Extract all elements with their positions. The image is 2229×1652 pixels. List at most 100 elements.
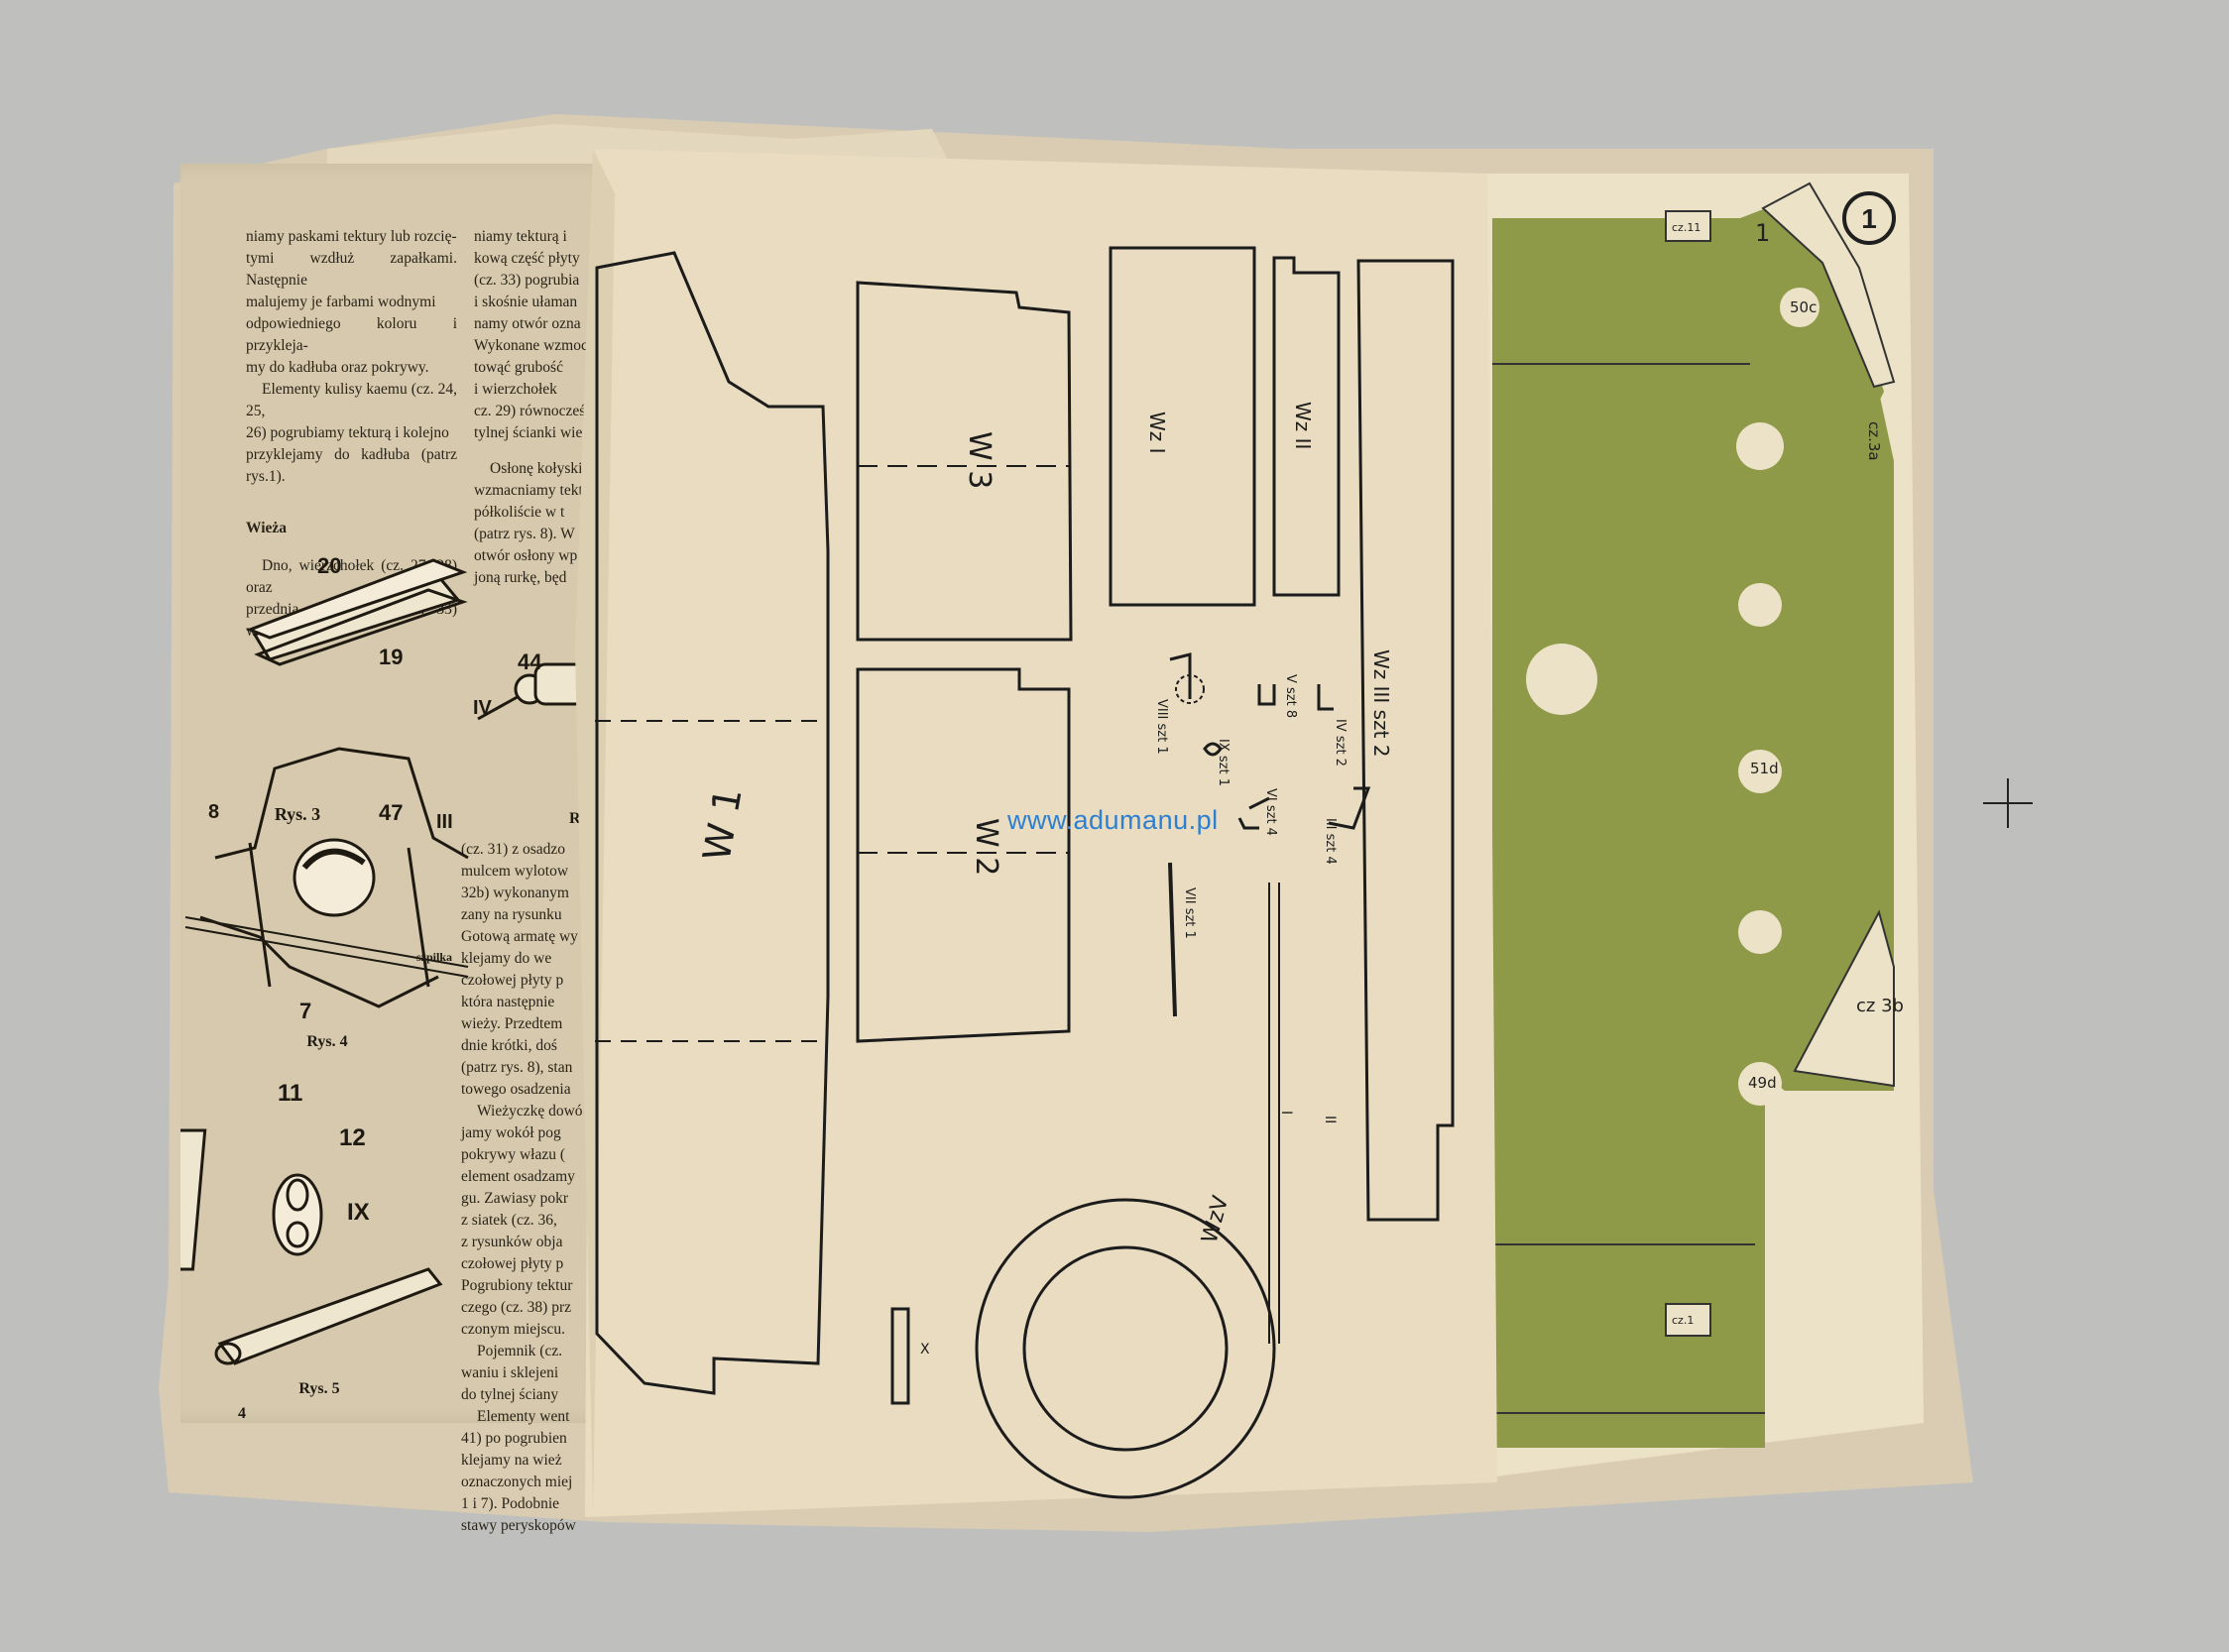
text-line: która następnie xyxy=(461,994,555,1010)
section-heading: Wieża xyxy=(246,520,288,536)
part-label-ii: II xyxy=(1322,1116,1338,1123)
tab-label-bottom: cz.1 xyxy=(1672,1314,1694,1327)
part-label-wz3: Wz III szt 2 xyxy=(1369,649,1393,758)
fig-num-20: 20 xyxy=(317,553,341,578)
part-outline-wzv-outer xyxy=(975,1198,1276,1499)
part-label-wz2: Wz II xyxy=(1291,402,1315,449)
text-line: wzmacniamy tekt xyxy=(474,482,583,499)
part-outline-wz3 xyxy=(1356,259,1455,1222)
text-line: 1 i 7). Podobnie xyxy=(461,1495,560,1512)
fig-num-IV: IV xyxy=(473,697,493,719)
text-line: otwór osłony wp xyxy=(474,547,578,564)
text-line: czołowej płyty p xyxy=(461,972,564,989)
text-line: i skośnie ułaman xyxy=(474,294,578,310)
text-line: stawy peryskopów xyxy=(461,1517,576,1534)
page-circle-number: 1 xyxy=(1861,203,1877,234)
tab-label-top: cz.11 xyxy=(1672,221,1701,234)
page-number: 4 xyxy=(238,1405,246,1422)
text-line: z siatek (cz. 36, xyxy=(461,1212,557,1229)
text-line: czołowej płyty p xyxy=(461,1255,564,1272)
fig-num-19: 19 xyxy=(379,645,403,669)
part-label-vi4: VI szt 4 xyxy=(1263,788,1278,836)
text-line: tymi wzdłuż zapałkami. Następnie xyxy=(246,250,457,289)
text-line: Elementy went xyxy=(477,1408,570,1425)
fig-caption-rys4: Rys. 4 xyxy=(306,1033,347,1050)
text-line: i wierzchołek xyxy=(474,381,557,398)
fig-num-IX: IX xyxy=(347,1199,370,1226)
part-label-x: X xyxy=(920,1342,930,1357)
text-line: pokrywy włazu ( xyxy=(461,1146,566,1163)
text-line: malujemy je farbami wodnymi xyxy=(246,294,436,310)
fig-num-12: 12 xyxy=(339,1124,366,1151)
text-line: (cz. 33) pogrubia xyxy=(474,272,580,289)
part-label-1: 1 xyxy=(1755,219,1770,247)
text-line: jamy wokół pog xyxy=(461,1124,561,1141)
text-line: wieży. Przedtem xyxy=(461,1015,563,1032)
part-outline-wz2 xyxy=(1272,256,1341,597)
text-line: mulcem wylotow xyxy=(461,863,569,880)
text-line: odpowiedniego koloru i przykleja- xyxy=(246,315,457,354)
part-label-iv2: IV szt 2 xyxy=(1333,719,1348,767)
part-label-i: I xyxy=(1278,1111,1294,1115)
text-line: namy otwór ozna xyxy=(474,315,581,332)
text-line: z rysunków obja xyxy=(461,1234,563,1250)
text-line: towego osadzenia xyxy=(461,1081,571,1098)
text-line: półkoliście w t xyxy=(474,504,565,521)
text-line: niamy tekturą i xyxy=(474,228,567,245)
registration-cross-icon xyxy=(1983,778,2033,828)
text-line: niamy paskami tektury lub rozcię- xyxy=(246,228,457,245)
text-line: Pogrubiony tektur xyxy=(461,1277,573,1294)
text-line: element osadzamy xyxy=(461,1168,575,1185)
text-line: czego (cz. 38) prz xyxy=(461,1299,572,1316)
text-line: dnie krótki, doś xyxy=(461,1037,557,1054)
text-line: Gotową armatę wy xyxy=(461,928,578,945)
text-line: do tylnej ściany xyxy=(461,1386,559,1403)
middle-cutout-sheet: W 1 W 3 W 2 Wz I Wz II Wz III szt 2 WzV … xyxy=(575,149,1497,1517)
text-line: (patrz rys. 8). W xyxy=(474,526,575,542)
text-line: Wieżyczkę dowó xyxy=(477,1103,583,1120)
part-label-w3: W 3 xyxy=(962,431,997,489)
part-label-v8: V szt 8 xyxy=(1283,674,1298,718)
part-outline-wz1 xyxy=(1109,246,1256,607)
text-line: klejamy do we xyxy=(461,950,552,967)
left-col-2: niamy tekturą i kową część płyty (cz. 33… xyxy=(474,226,623,589)
text-line: cz. 29) równocześ xyxy=(474,403,586,419)
text-line: 41) po pogrubien xyxy=(461,1430,567,1447)
text-line: czonym miejscu. xyxy=(461,1321,566,1338)
part-outline-w1 xyxy=(595,251,830,1395)
part-label-w2: W 2 xyxy=(969,818,1003,876)
text-line: Wykonane wzmoc xyxy=(474,337,588,354)
text-line: tylnej ścianki wie xyxy=(474,424,583,441)
watermark-text: www.adumanu.pl xyxy=(1007,805,1219,835)
fig-label-szpilka: szpilka xyxy=(416,950,452,964)
text-line: waniu i sklejeni xyxy=(461,1364,559,1381)
fig-num-44: 44 xyxy=(518,649,542,674)
text-line: Osłonę kołyski xyxy=(490,460,583,477)
text-line: oznaczonych miej xyxy=(461,1474,573,1490)
fig-num-III: III xyxy=(436,811,453,833)
page-circle xyxy=(1842,191,1896,245)
fig-num-11: 11 xyxy=(278,1080,302,1107)
fig-caption-rys3: Rys. 3 xyxy=(275,804,320,824)
part-outline-w3 xyxy=(856,281,1073,642)
part-outline-w2 xyxy=(856,667,1071,1043)
fig-caption-rys5: Rys. 5 xyxy=(298,1380,339,1397)
fig-num-8: 8 xyxy=(208,801,219,823)
text-line: 26) pogrubiamy tekturą i kolejno xyxy=(246,424,449,441)
part-outline-wzv-inner xyxy=(1022,1245,1229,1452)
fig-num-7: 7 xyxy=(299,999,311,1023)
text-line: joną rurkę, będ xyxy=(474,569,567,586)
text-line: my do kadłuba oraz pokrywy. xyxy=(246,359,429,376)
text-line: (cz. 31) z osadzo xyxy=(461,841,566,858)
part-label-viii1: VIII szt 1 xyxy=(1154,699,1169,755)
right-cutout-sheet: 1 1 50c cz.3a 51d 49d cz 3b cz.11 cz.1 xyxy=(1467,174,1924,1477)
part-label-cz3a: cz.3a xyxy=(1865,421,1883,461)
part-label-iii4: III szt 4 xyxy=(1323,818,1338,865)
left-page-figures: 20 19 44 IV Rys. 3 Rys 8 47 III 7 szpilk… xyxy=(180,553,594,1422)
text-line: klejamy na wież xyxy=(461,1452,562,1469)
text-line: towąć grubość xyxy=(474,359,563,376)
text-line: 32b) wykonanym xyxy=(461,885,569,901)
part-label-cz3b: cz 3b xyxy=(1856,996,1904,1016)
fig-num-47: 47 xyxy=(379,800,403,825)
